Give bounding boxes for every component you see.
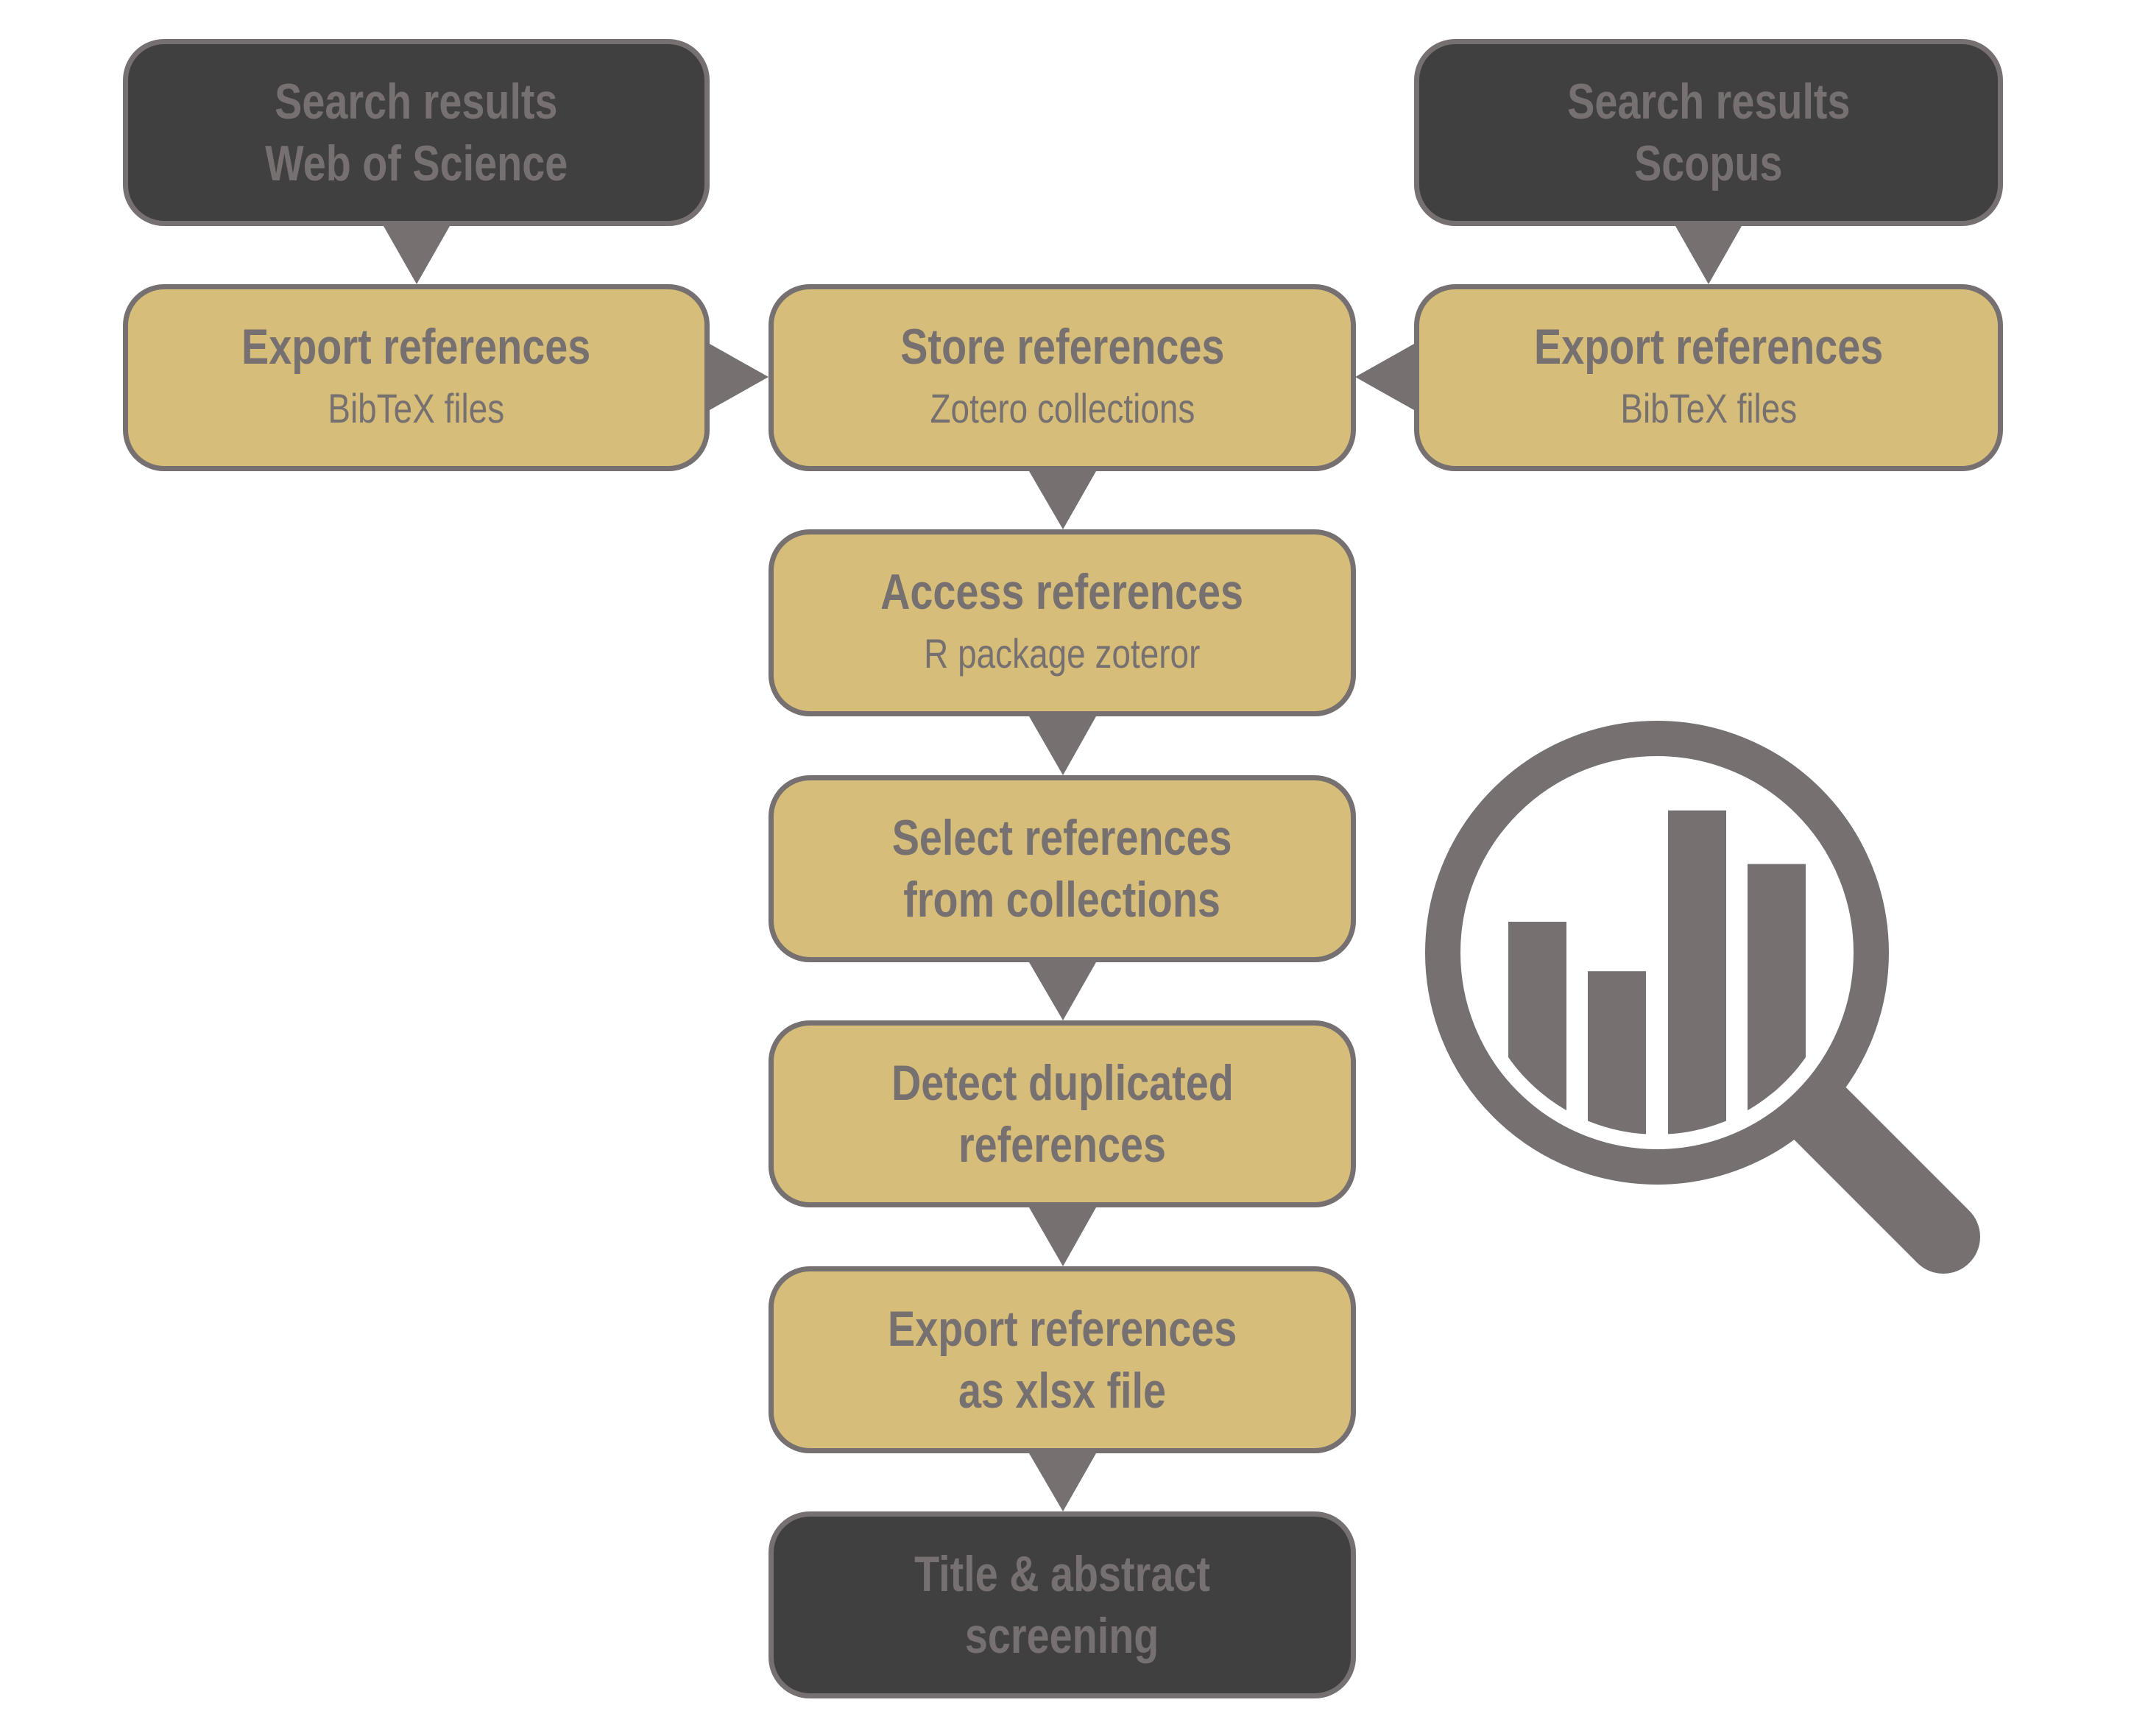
node-subtitle: BibTeX files — [1620, 385, 1797, 431]
arrow-export-to-screening — [1029, 1453, 1096, 1511]
node-line: Select references — [892, 810, 1232, 866]
node-line: Detect duplicated — [891, 1055, 1234, 1111]
node-select-references: Select references from collections — [769, 775, 1356, 962]
icon-bar — [1668, 810, 1726, 1135]
node-line: screening — [965, 1608, 1159, 1664]
arrow-scopus-search-to-export — [1675, 226, 1742, 284]
node-export-xlsx: Export references as xlsx file — [769, 1266, 1356, 1453]
node-line: Export references — [887, 1301, 1237, 1357]
node-line: Title & abstract — [914, 1546, 1210, 1602]
node-title: Store references — [900, 319, 1225, 375]
node-line: as xlsx file — [958, 1363, 1167, 1419]
node-subtitle: BibTeX files — [328, 385, 505, 431]
node-store-references: Store references Zotero collections — [769, 284, 1356, 471]
node-search-results-web-of-science: Search results Web of Science — [123, 39, 710, 226]
node-search-results-scopus: Search results Scopus — [1414, 39, 2003, 226]
icon-bar — [1588, 971, 1646, 1135]
node-line: from collections — [903, 872, 1221, 928]
node-line: Search results — [1566, 74, 1851, 130]
node-line: Scopus — [1634, 135, 1783, 191]
node-export-references-wos: Export references BibTeX files — [123, 284, 710, 471]
arrow-detect-to-export — [1029, 1207, 1096, 1266]
node-line: Web of Science — [264, 135, 568, 191]
arrow-access-to-select — [1029, 716, 1096, 775]
node-subtitle: R package zoteror — [924, 630, 1201, 677]
arrow-store-to-access — [1029, 471, 1096, 529]
node-line: references — [958, 1117, 1167, 1173]
arrow-wos-export-to-store — [710, 344, 769, 410]
icon-bar — [1748, 864, 1806, 1135]
magnifier-handle — [1781, 1075, 1980, 1274]
node-title: Export references — [1533, 319, 1884, 375]
node-detect-duplicates: Detect duplicated references — [769, 1020, 1356, 1207]
node-subtitle: Zotero collections — [930, 385, 1195, 431]
arrow-wos-search-to-export — [384, 226, 450, 284]
node-title: Export references — [241, 319, 591, 375]
magnifier-ring — [1425, 721, 1889, 1185]
node-title: Access references — [880, 564, 1244, 620]
arrow-select-to-detect — [1029, 962, 1096, 1020]
arrow-scopus-export-to-store — [1355, 344, 1414, 410]
node-access-references: Access references R package zoteror — [769, 529, 1356, 716]
node-line: Search results — [275, 74, 558, 130]
icon-bar — [1508, 922, 1566, 1135]
node-export-references-scopus: Export references BibTeX files — [1414, 284, 2003, 471]
node-title-abstract-screening: Title & abstract screening — [769, 1511, 1356, 1698]
magnifier-bar-chart-icon — [1425, 721, 1980, 1274]
